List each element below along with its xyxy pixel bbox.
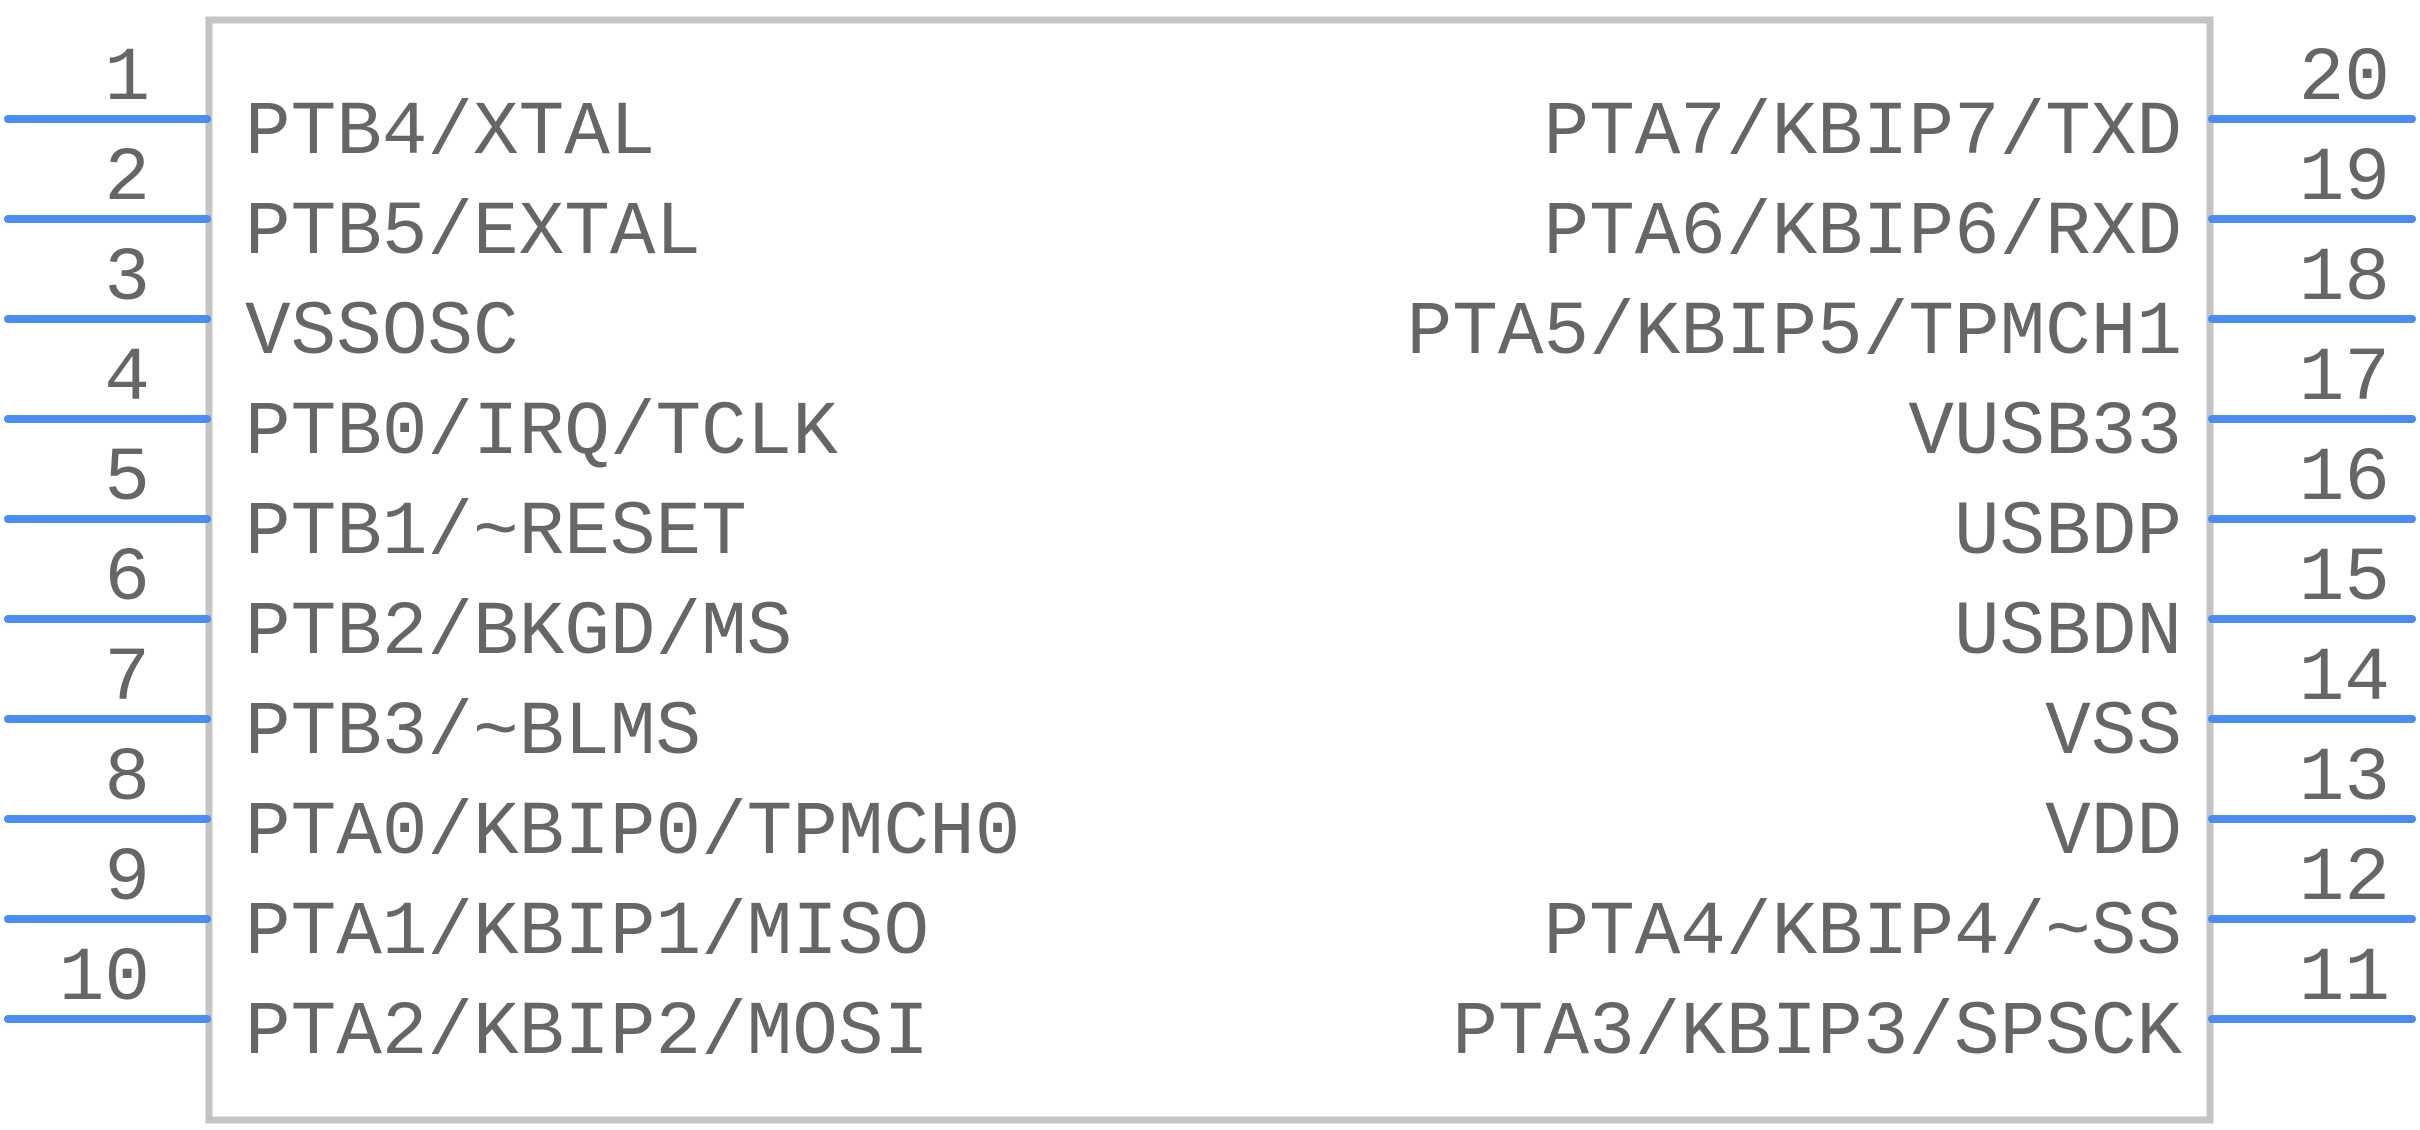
pin-number: 11 [2299, 936, 2390, 1022]
pin-label: PTA4/KBIP4/~SS [1543, 890, 2182, 976]
pin-label: VSSOSC [245, 290, 519, 376]
pin-label: PTB1/~RESET [245, 490, 747, 576]
pin-number: 18 [2299, 236, 2390, 322]
pin-number: 17 [2299, 336, 2390, 422]
pin-label: PTA6/KBIP6/RXD [1543, 190, 2182, 276]
pin-label: PTB0/IRQ/TCLK [245, 390, 838, 476]
pin-label: PTA7/KBIP7/TXD [1543, 90, 2182, 176]
pin-number: 19 [2299, 136, 2390, 222]
pin-label: VUSB33 [1908, 390, 2182, 476]
ic-body-outline [205, 16, 2214, 1124]
pin-label: USBDP [1954, 490, 2182, 576]
pin-number: 12 [2299, 836, 2390, 922]
pin-number: 5 [104, 436, 150, 522]
pin-number: 1 [104, 36, 150, 122]
pin-label: PTA0/KBIP0/TPMCH0 [245, 790, 1020, 876]
pin-label: PTB5/EXTAL [245, 190, 701, 276]
pin-label: USBDN [1954, 590, 2182, 676]
pin-label: PTA1/KBIP1/MISO [245, 890, 929, 976]
pin-number: 7 [104, 636, 150, 722]
pin-number: 14 [2299, 636, 2390, 722]
pin-number: 8 [104, 736, 150, 822]
pin-label: PTA3/KBIP3/SPSCK [1452, 990, 2182, 1076]
pin-number: 16 [2299, 436, 2390, 522]
pin-number: 6 [104, 536, 150, 622]
pin-number: 13 [2299, 736, 2390, 822]
pin-number: 10 [59, 936, 150, 1022]
pin-label: VDD [2045, 790, 2182, 876]
pin-number: 20 [2299, 36, 2390, 122]
pin-label: PTB3/~BLMS [245, 690, 701, 776]
pin-label: PTA5/KBIP5/TPMCH1 [1407, 290, 2182, 376]
pin-label: VSS [2045, 690, 2182, 776]
pin-number: 4 [104, 336, 150, 422]
pin-number: 2 [104, 136, 150, 222]
pin-number: 3 [104, 236, 150, 322]
pin-number: 15 [2299, 536, 2390, 622]
pin-label: PTA2/KBIP2/MOSI [245, 990, 929, 1076]
pin-label: PTB4/XTAL [245, 90, 655, 176]
pin-number: 9 [104, 836, 150, 922]
pin-label: PTB2/BKGD/MS [245, 590, 792, 676]
